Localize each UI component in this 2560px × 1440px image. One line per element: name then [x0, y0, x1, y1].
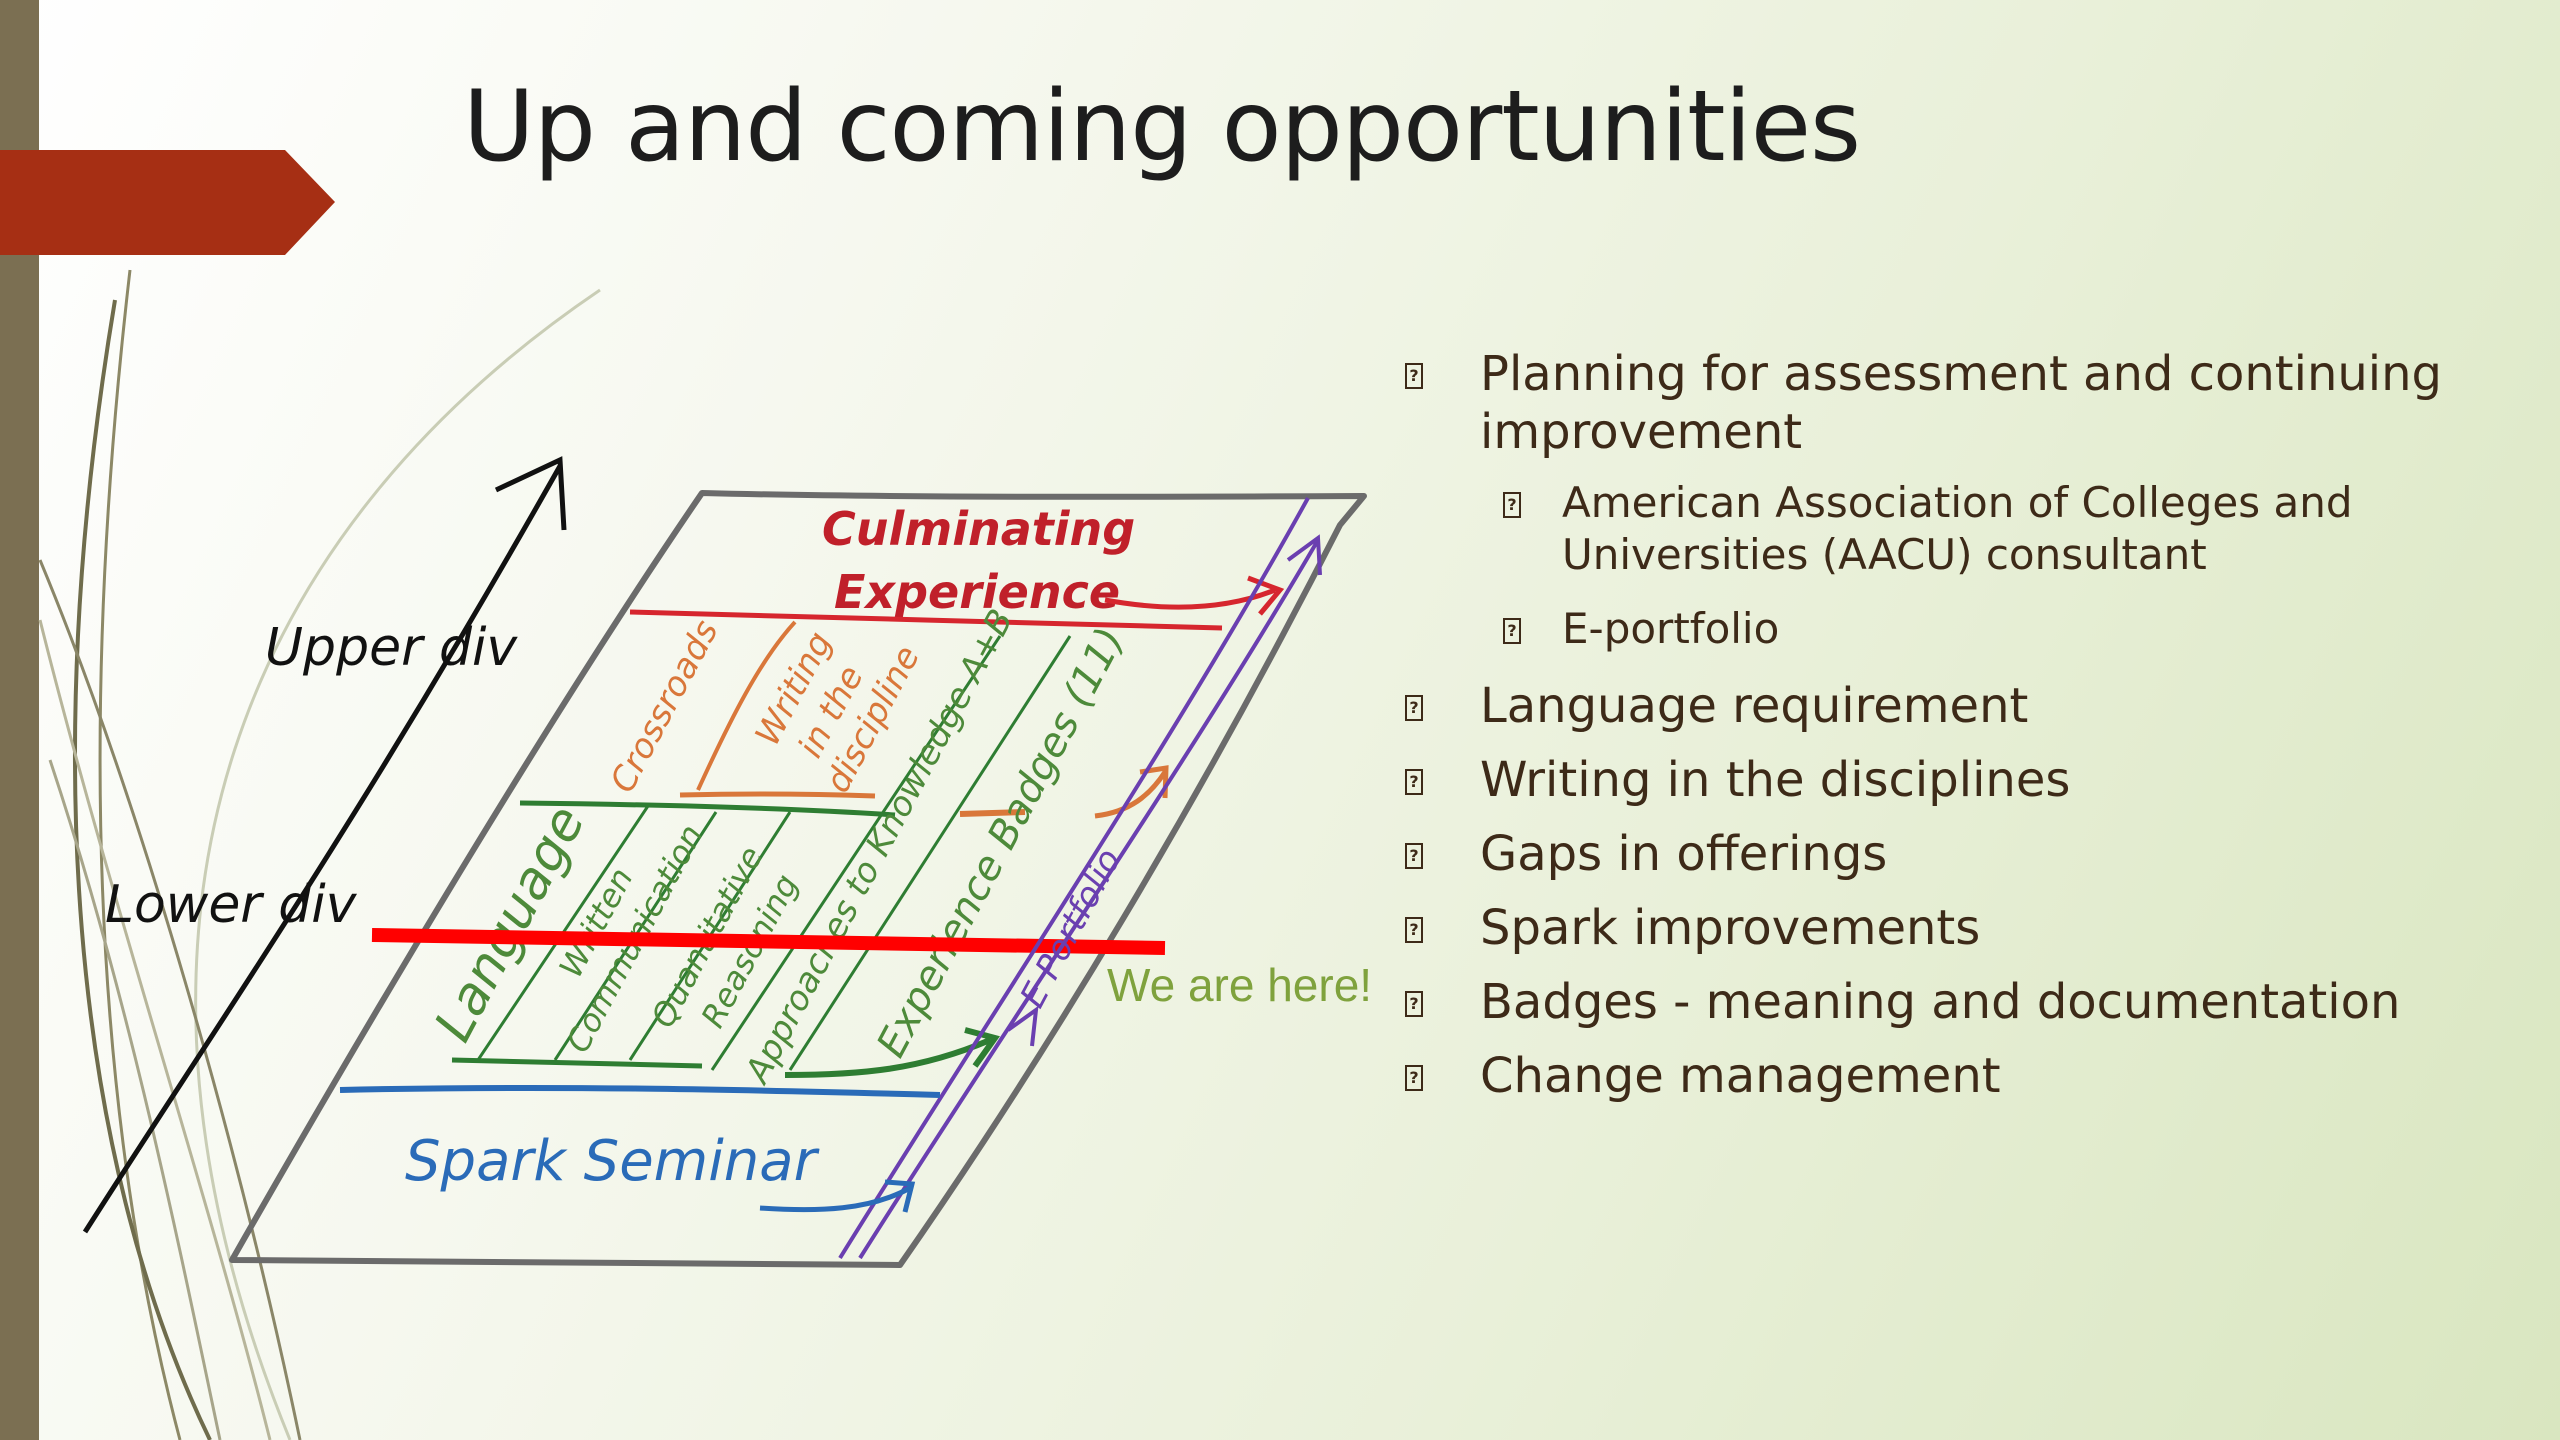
bullet-item: ? Planning for assessment and continuing … — [1405, 345, 2485, 461]
bullet-marker-icon: ? — [1405, 991, 1423, 1017]
growth-arrow — [85, 460, 564, 1232]
bullet-item: ? Change management — [1405, 1047, 2485, 1105]
bullet-text: Language requirement — [1480, 678, 2028, 734]
writing-underline — [680, 794, 875, 796]
bullet-text: Gaps in offerings — [1480, 826, 1887, 882]
bullet-text: Writing in the disciplines — [1480, 752, 2070, 808]
bullet-marker-icon: ? — [1405, 363, 1423, 389]
lower-div-label: Lower div — [105, 875, 358, 935]
bullet-item: ? Spark improvements — [1405, 899, 2485, 957]
bullet-item: ? Gaps in offerings — [1405, 825, 2485, 883]
bullet-text: Planning for assessment and continuing i… — [1480, 346, 2442, 460]
bullet-subitem: ? American Association of Colleges and Un… — [1405, 477, 2485, 581]
bullet-marker-icon: ? — [1405, 695, 1423, 721]
culminating-label-1: Culminating — [822, 502, 1135, 556]
orange-arrow — [1095, 768, 1166, 816]
spark-line — [340, 1088, 940, 1095]
bullet-subitem: ? E-portfolio — [1405, 603, 2485, 655]
bullet-text: E-portfolio — [1562, 604, 1779, 653]
green-band-line — [520, 803, 895, 815]
green-bottom-line — [452, 1060, 702, 1066]
we-are-here-label: We are here! — [1107, 958, 1372, 1012]
bullet-text: Change management — [1480, 1048, 2001, 1104]
culminating-label-2: Experience — [834, 565, 1120, 619]
bullet-marker-icon: ? — [1405, 1065, 1423, 1091]
bullet-item: ? Writing in the disciplines — [1405, 751, 2485, 809]
bullet-text: American Association of Colleges and Uni… — [1562, 478, 2353, 579]
upper-div-label: Upper div — [265, 618, 518, 678]
bullet-text: Badges - meaning and documentation — [1480, 974, 2400, 1030]
bullet-list: ? Planning for assessment and continuing … — [1405, 345, 2485, 1121]
bullet-marker-icon: ? — [1405, 843, 1423, 869]
spark-label: Spark Seminar — [405, 1129, 820, 1194]
bullet-marker-icon: ? — [1503, 618, 1521, 644]
bullet-item: ? Badges - meaning and documentation — [1405, 973, 2485, 1031]
eportfolio-arrowhead-lower — [1008, 1010, 1036, 1046]
bullet-marker-icon: ? — [1405, 769, 1423, 795]
bullet-marker-icon: ? — [1405, 917, 1423, 943]
bullet-item: ? Language requirement — [1405, 677, 2485, 735]
bullet-text: Spark improvements — [1480, 900, 1980, 956]
bullet-marker-icon: ? — [1503, 492, 1521, 518]
